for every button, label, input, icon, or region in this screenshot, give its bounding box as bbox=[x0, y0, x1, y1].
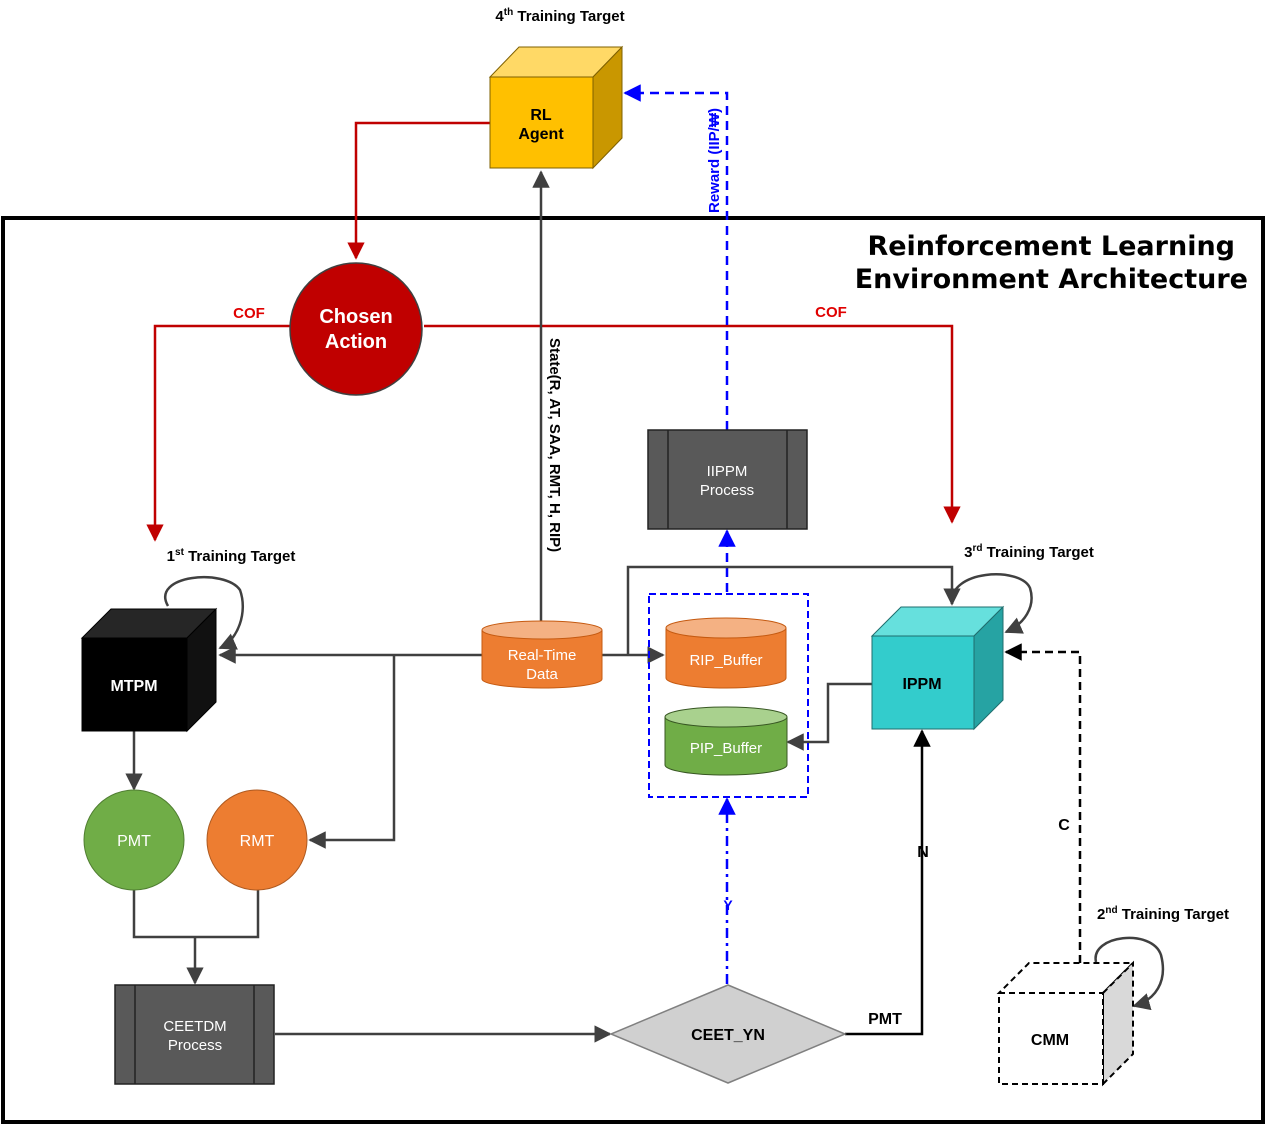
first-training-target: 1st Training Target bbox=[167, 547, 296, 565]
iippm-process-node[interactable]: IIPPM Process bbox=[647, 429, 808, 530]
mtpm-node[interactable]: MTPM bbox=[80, 607, 218, 733]
rmt-node[interactable]: RMT bbox=[206, 789, 308, 891]
pmt-node[interactable]: PMT bbox=[83, 789, 185, 891]
pmt-edge-label: PMT bbox=[868, 1011, 902, 1028]
ceetdm-process-node[interactable]: CEETDM Process bbox=[114, 984, 275, 1085]
y-label: Y bbox=[723, 897, 733, 913]
cmm-to-ippm-arrow bbox=[1004, 643, 1082, 963]
chosen-action-label-line2: Action bbox=[325, 331, 387, 353]
state-label: State(R, AT, SAA, RMT, H, RIP) bbox=[546, 338, 563, 552]
environment-frame bbox=[1, 216, 1265, 1124]
real-time-data-label-line1: Real-Time bbox=[508, 647, 577, 664]
reward-arrow bbox=[623, 84, 729, 430]
action-to-mtpm-arrow bbox=[146, 324, 290, 542]
agent-to-action-arrow bbox=[347, 121, 490, 260]
reward-label: Reward (IIP/₩) bbox=[706, 108, 723, 213]
chosen-action-label-line1: Chosen bbox=[319, 306, 392, 328]
ippm-self-loop bbox=[950, 573, 1033, 634]
rmt-label: RMT bbox=[240, 833, 275, 850]
data-to-ippm-arrow bbox=[626, 565, 961, 655]
buffer-group bbox=[648, 593, 809, 798]
ceet-no-arrow bbox=[845, 729, 931, 1036]
ceetdm-label-line2: Process bbox=[168, 1037, 222, 1054]
c-label: C bbox=[1058, 817, 1070, 834]
mtpm-self-loop bbox=[164, 575, 245, 650]
cmm-node[interactable]: CMM bbox=[996, 960, 1136, 1087]
cmm-self-loop bbox=[1094, 936, 1165, 1011]
rl-agent-label-line1: RL bbox=[530, 107, 552, 124]
n-label: N bbox=[917, 844, 929, 861]
ippm-node[interactable]: IPPM bbox=[870, 605, 1005, 731]
rl-agent-label-line2: Agent bbox=[518, 126, 564, 143]
mtpm-label: MTPM bbox=[110, 678, 157, 695]
pmt-label: PMT bbox=[117, 833, 151, 850]
cof-left-label: COF bbox=[233, 305, 265, 322]
environment-title-line1: Reinforcement Learning bbox=[867, 231, 1235, 262]
second-training-target: 2nd Training Target bbox=[1097, 905, 1229, 923]
real-time-data-label-line2: Data bbox=[526, 666, 558, 683]
cof-right-label: COF bbox=[815, 304, 847, 321]
real-time-data-node[interactable]: Real-Time Data bbox=[481, 620, 603, 689]
fourth-training-target: 4th Training Target bbox=[495, 7, 624, 25]
pip-buffer-label: PIP_Buffer bbox=[690, 740, 762, 757]
environment-title-line2: Environment Architecture bbox=[855, 264, 1248, 295]
iippm-label-line2: Process bbox=[700, 482, 754, 499]
action-to-ippm-arrow bbox=[424, 324, 961, 524]
pip-buffer-node[interactable]: PIP_Buffer bbox=[664, 706, 788, 776]
ippm-label: IPPM bbox=[902, 676, 941, 693]
ceetdm-label-line1: CEETDM bbox=[163, 1018, 226, 1035]
cmm-label: CMM bbox=[1031, 1032, 1069, 1049]
rip-buffer-node[interactable]: RIP_Buffer bbox=[665, 617, 787, 689]
ceet-yn-label: CEET_YN bbox=[691, 1027, 765, 1044]
third-training-target: 3rd Training Target bbox=[964, 543, 1094, 561]
ceet-yn-decision-node[interactable]: CEET_YN bbox=[609, 984, 847, 1084]
rip-buffer-label: RIP_Buffer bbox=[689, 652, 762, 669]
chosen-action-node[interactable]: Chosen Action bbox=[289, 262, 423, 396]
iippm-label-line1: IIPPM bbox=[707, 463, 748, 480]
ippm-to-pip-arrow bbox=[786, 682, 872, 751]
pmt-merge-line bbox=[132, 890, 260, 939]
data-to-rmt-arrow bbox=[308, 655, 396, 849]
rl-agent-node[interactable]: RL Agent bbox=[488, 45, 624, 170]
